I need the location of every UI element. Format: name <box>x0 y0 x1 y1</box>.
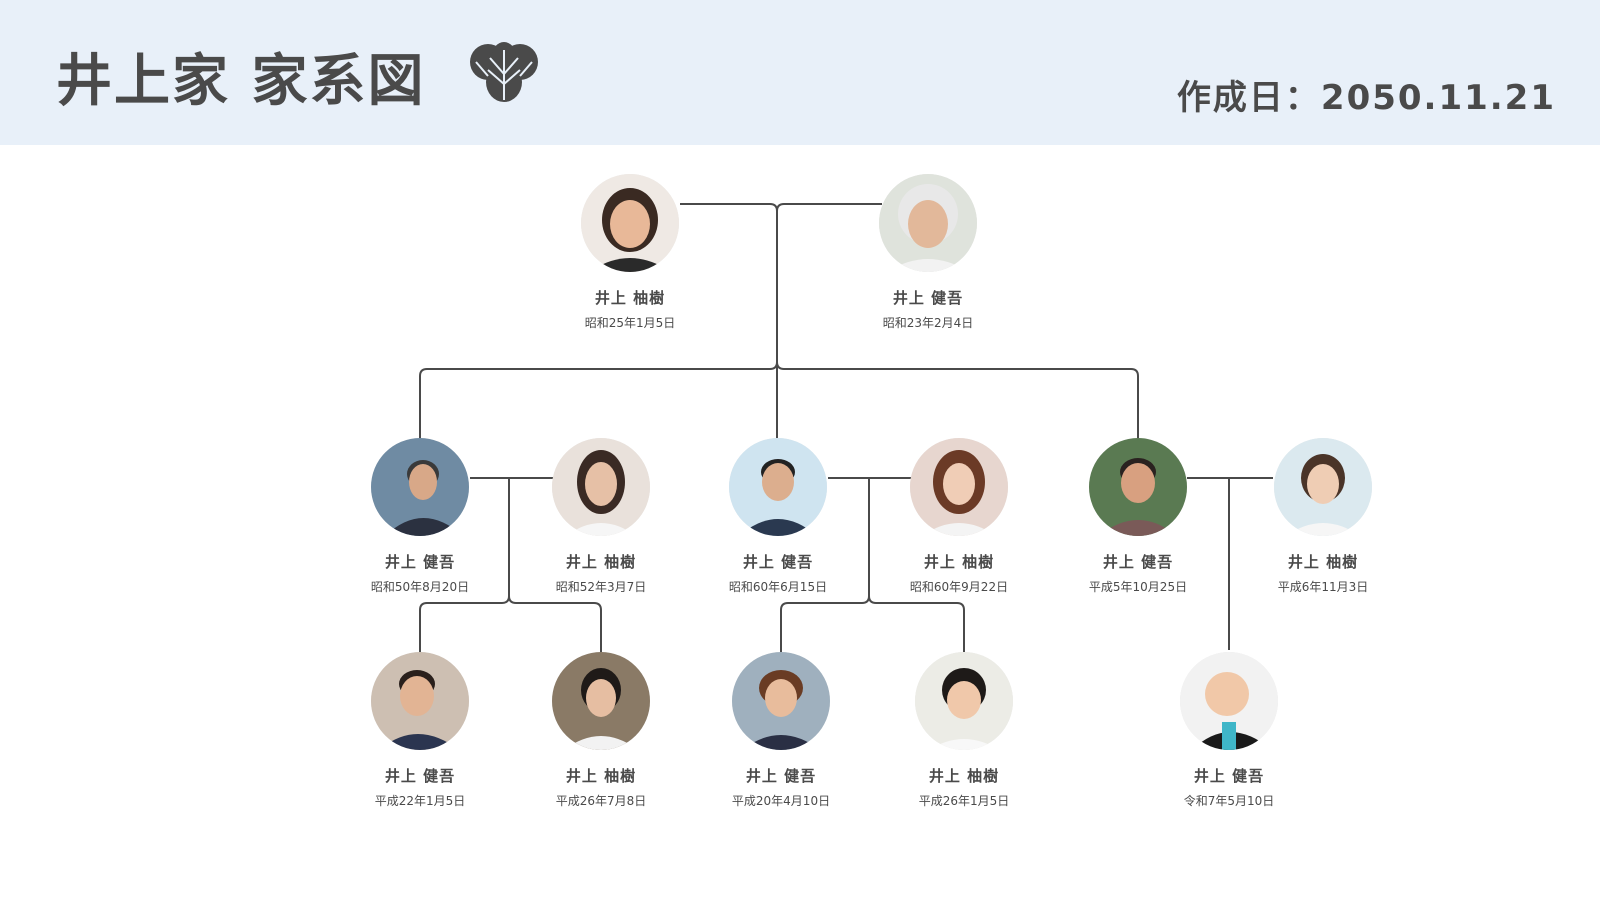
person-grandchild-2: 井上 柚樹 平成26年7月8日 <box>521 652 681 809</box>
portrait-icon <box>552 438 650 536</box>
header-bar: 井上家 家系図 作成日：2050.11.21 <box>0 0 1600 145</box>
person-son1: 井上 健吾 昭和50年8月20日 <box>340 438 500 595</box>
person-son1-wife: 井上 柚樹 昭和52年3月7日 <box>521 438 681 595</box>
portrait-icon <box>915 652 1013 750</box>
branch-line-son1 <box>419 595 602 652</box>
couple-line-son1 <box>470 477 555 597</box>
person-name: 井上 健吾 <box>384 767 456 785</box>
person-name: 井上 柚樹 <box>928 767 1000 785</box>
person-birthdate: 平成20年4月10日 <box>731 794 831 808</box>
person-birthdate: 昭和23年2月4日 <box>882 316 974 330</box>
person-birthdate: 平成6年11月3日 <box>1277 580 1369 594</box>
person-name: 井上 健吾 <box>1102 553 1174 571</box>
avatar <box>1180 652 1278 750</box>
couple-line-son3 <box>1187 477 1273 650</box>
person-birthdate: 令和7年5月10日 <box>1183 794 1275 808</box>
person-son2-wife: 井上 柚樹 昭和60年9月22日 <box>879 438 1039 595</box>
person-son3-wife: 井上 柚樹 平成6年11月3日 <box>1243 438 1403 595</box>
avatar <box>915 652 1013 750</box>
person-grandchild-5: 井上 健吾 令和7年5月10日 <box>1149 652 1309 809</box>
branch-line-son2 <box>780 595 965 652</box>
person-name: 井上 健吾 <box>742 553 814 571</box>
person-grandchild-4: 井上 柚樹 平成26年1月5日 <box>884 652 1044 809</box>
portrait-icon <box>581 174 679 272</box>
person-name: 井上 柚樹 <box>1287 553 1359 571</box>
person-name: 井上 健吾 <box>384 553 456 571</box>
person-name: 井上 健吾 <box>1193 767 1265 785</box>
person-name: 井上 柚樹 <box>565 767 637 785</box>
avatar <box>1274 438 1372 536</box>
portrait-icon <box>1274 438 1372 536</box>
person-grandchild-1: 井上 健吾 平成22年1月5日 <box>340 652 500 809</box>
person-name: 井上 柚樹 <box>565 553 637 571</box>
portrait-icon <box>371 438 469 536</box>
person-son2: 井上 健吾 昭和60年6月15日 <box>698 438 858 595</box>
person-name: 井上 柚樹 <box>923 553 995 571</box>
person-name: 井上 健吾 <box>745 767 817 785</box>
person-son3: 井上 健吾 平成5年10月25日 <box>1058 438 1218 595</box>
avatar <box>732 652 830 750</box>
portrait-icon <box>552 652 650 750</box>
avatar <box>552 652 650 750</box>
portrait-icon <box>371 652 469 750</box>
portrait-icon <box>1089 438 1187 536</box>
person-birthdate: 昭和60年6月15日 <box>728 580 828 594</box>
person-birthdate: 平成26年1月5日 <box>918 794 1010 808</box>
portrait-icon <box>910 438 1008 536</box>
portrait-icon <box>879 174 977 272</box>
avatar <box>879 174 977 272</box>
branch-line-gen1 <box>419 361 1139 438</box>
avatar <box>581 174 679 272</box>
person-birthdate: 昭和52年3月7日 <box>555 580 647 594</box>
person-birthdate: 昭和50年8月20日 <box>370 580 470 594</box>
page-title: 井上家 家系図 <box>56 49 426 114</box>
avatar <box>552 438 650 536</box>
person-grandfather: 井上 健吾 昭和23年2月4日 <box>848 174 1008 331</box>
portrait-icon <box>1180 652 1278 750</box>
person-grandchild-3: 井上 健吾 平成20年4月10日 <box>701 652 861 809</box>
avatar <box>729 438 827 536</box>
person-grandmother: 井上 柚樹 昭和25年1月5日 <box>550 174 710 331</box>
avatar <box>910 438 1008 536</box>
person-name: 井上 健吾 <box>892 289 964 307</box>
portrait-icon <box>729 438 827 536</box>
portrait-icon <box>732 652 830 750</box>
couple-line-son2 <box>828 477 913 597</box>
avatar <box>371 652 469 750</box>
person-birthdate: 昭和25年1月5日 <box>584 316 676 330</box>
created-date: 作成日：2050.11.21 <box>1176 78 1556 118</box>
person-birthdate: 平成26年7月8日 <box>555 794 647 808</box>
couple-line-gen1 <box>680 203 882 380</box>
person-name: 井上 柚樹 <box>594 289 666 307</box>
paulownia-crest-icon <box>470 42 538 102</box>
person-birthdate: 昭和60年9月22日 <box>909 580 1009 594</box>
person-birthdate: 平成22年1月5日 <box>374 794 466 808</box>
person-birthdate: 平成5年10月25日 <box>1088 580 1188 594</box>
avatar <box>1089 438 1187 536</box>
avatar <box>371 438 469 536</box>
